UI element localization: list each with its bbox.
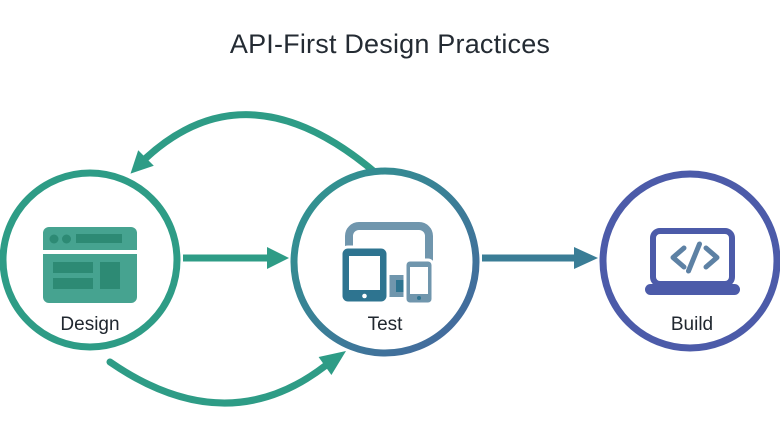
arrowhead-icon [130,150,154,174]
browser-content-bar [53,262,93,273]
phone-screen [410,267,428,294]
build-label: Build [671,314,713,335]
curved-arrow-bottom-shaft [106,358,329,407]
curved-arrow-top-shaft [142,111,381,178]
arrowhead-icon [318,351,346,375]
diagram-title: API-First Design Practices [229,29,551,59]
node-design: Design [0,169,181,351]
browser-window-icon [43,227,137,303]
straight-arrow-design-to-test [183,247,289,269]
arrowhead-icon [267,247,289,269]
node-build: Build [599,170,780,352]
responsive-devices-icon [339,222,435,306]
phone-home-button [417,296,421,300]
laptop-base [645,284,740,295]
arrowhead-icon [574,247,598,269]
test-label: Test [368,314,404,335]
straight-arrow-test-to-build [482,247,598,269]
design-label: Design [60,314,119,335]
code-close-bracket-icon [703,245,720,270]
browser-dot [49,234,59,244]
node-test: Test [290,167,480,357]
code-open-bracket-icon [670,245,687,270]
curved-arrow-test-to-design [130,111,381,178]
curved-arrow-design-to-test [106,351,346,407]
browser-content-block [100,262,120,289]
browser-address-bar [76,234,122,243]
code-slash-icon [686,241,702,274]
tablet-screen [349,256,380,290]
browser-dot [62,234,71,244]
tablet-home-button [362,293,367,299]
laptop-code-icon [645,228,740,295]
dock-notch [396,280,406,292]
browser-content-bar [53,278,93,289]
